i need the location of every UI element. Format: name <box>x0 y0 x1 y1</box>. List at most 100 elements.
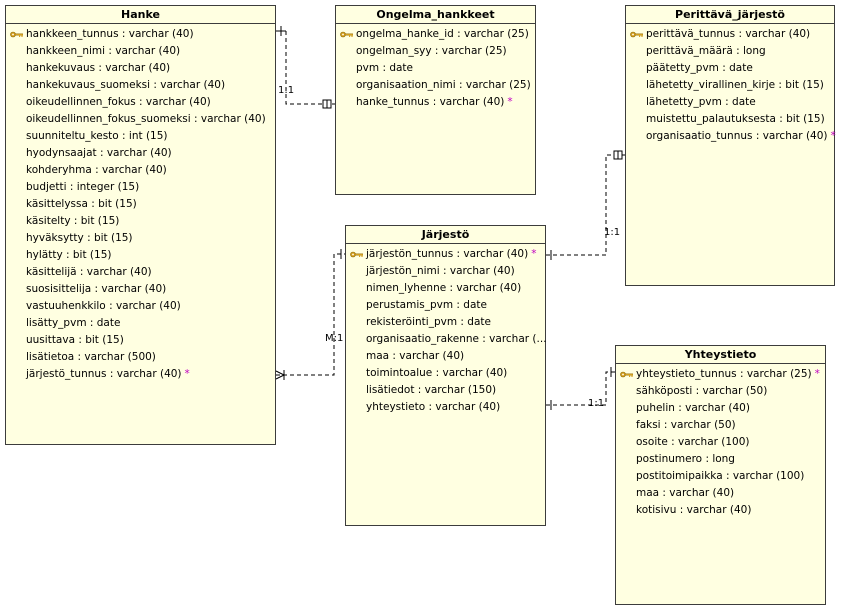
attribute-text: hankkeen_nimi : varchar (40) <box>26 45 181 57</box>
attribute-row[interactable]: uusittava : bit (15) <box>6 332 275 349</box>
attribute-text: oikeudellinnen_fokus_suomeksi : varchar … <box>26 113 266 125</box>
entity-perittava-jarjesto[interactable]: Perittävä_järjestö perittävä_tunnus : va… <box>625 5 836 286</box>
attribute-row[interactable]: lisätty_pvm : date <box>6 315 275 332</box>
attribute-row[interactable]: maa : varchar (40) <box>346 348 545 365</box>
attribute-row[interactable]: toimintoalue : varchar (40) <box>346 365 545 382</box>
relation-jarjesto-yhteystieto <box>546 367 616 410</box>
attribute-text: ongelma_hanke_id : varchar (25) <box>356 28 529 40</box>
cardinality-label-perittava-jarjesto: 1:1 <box>604 227 621 238</box>
entity-title: Yhteystieto <box>616 346 825 364</box>
attribute-row[interactable]: hyväksytty : bit (15) <box>6 230 275 247</box>
attribute-row[interactable]: kotisivu : varchar (40) <box>616 502 825 519</box>
attribute-row[interactable]: järjestö_tunnus : varchar (40)* <box>6 366 275 383</box>
attribute-row[interactable]: järjestön_nimi : varchar (40) <box>346 263 545 280</box>
attribute-row[interactable]: oikeudellinnen_fokus_suomeksi : varchar … <box>6 111 275 128</box>
attribute-row[interactable]: yhteystieto : varchar (40) <box>346 399 545 416</box>
attribute-row[interactable]: vastuuhenkkilo : varchar (40) <box>6 298 275 315</box>
attribute-text: perittävä_määrä : long <box>646 45 766 57</box>
attribute-row[interactable]: lisätietoa : varchar (500) <box>6 349 275 366</box>
attribute-text: lisätietoa : varchar (500) <box>26 351 156 363</box>
attribute-text: järjestön_nimi : varchar (40) <box>366 265 515 277</box>
attribute-row[interactable]: oikeudellinnen_fokus : varchar (40) <box>6 94 275 111</box>
attribute-text: organisaatio_rakenne : varchar (... <box>366 333 547 345</box>
attribute-row[interactable]: sähköposti : varchar (50) <box>616 383 825 400</box>
entity-title: Perittävä_järjestö <box>626 6 834 24</box>
entity-title: Järjestö <box>346 226 545 244</box>
primary-key-attribute[interactable]: ongelma_hanke_id : varchar (25) <box>336 26 535 43</box>
attribute-row[interactable]: kohderyhma : varchar (40) <box>6 162 275 179</box>
attribute-row[interactable]: postitoimipaikka : varchar (100) <box>616 468 825 485</box>
attribute-text: lähetetty_pvm : date <box>646 96 756 108</box>
entity-yhteystieto[interactable]: Yhteystieto yhteystieto_tunnus : varchar… <box>615 345 826 605</box>
attribute-row[interactable]: pvm : date <box>336 60 535 77</box>
attribute-text: sähköposti : varchar (50) <box>636 385 768 397</box>
attribute-row[interactable]: nimen_lyhenne : varchar (40) <box>346 280 545 297</box>
attribute-row[interactable]: puhelin : varchar (40) <box>616 400 825 417</box>
attribute-row[interactable]: hankekuvaus_suomeksi : varchar (40) <box>6 77 275 94</box>
foreign-key-marker: * <box>531 248 537 260</box>
attribute-text: lisätiedot : varchar (150) <box>366 384 497 396</box>
attribute-text: suosisittelija : varchar (40) <box>26 283 167 295</box>
attribute-row[interactable]: hylätty : bit (15) <box>6 247 275 264</box>
attribute-row[interactable]: maa : varchar (40) <box>616 485 825 502</box>
attribute-text: oikeudellinnen_fokus : varchar (40) <box>26 96 211 108</box>
attribute-row[interactable]: organisaation_nimi : varchar (25) <box>336 77 535 94</box>
attribute-row[interactable]: lähetetty_virallinen_kirje : bit (15) <box>626 77 834 94</box>
attribute-text: järjestön_tunnus : varchar (40) <box>366 248 529 260</box>
attribute-row[interactable]: perittävä_määrä : long <box>626 43 834 60</box>
attribute-text: suunniteltu_kesto : int (15) <box>26 130 168 142</box>
attribute-row[interactable]: muistettu_palautuksesta : bit (15) <box>626 111 834 128</box>
attribute-row[interactable]: organisaatio_rakenne : varchar (... <box>346 331 547 348</box>
key-icon <box>630 31 643 38</box>
attribute-text: maa : varchar (40) <box>636 487 735 499</box>
attribute-row[interactable]: osoite : varchar (100) <box>616 434 825 451</box>
primary-key-attribute[interactable]: yhteystieto_tunnus : varchar (25)* <box>616 366 825 383</box>
attribute-row[interactable]: hanke_tunnus : varchar (40)* <box>336 94 535 111</box>
attribute-row[interactable]: päätetty_pvm : date <box>626 60 834 77</box>
attribute-text: järjestö_tunnus : varchar (40) <box>26 368 182 380</box>
attribute-list: järjestön_tunnus : varchar (40)*järjestö… <box>346 244 547 416</box>
attribute-text: käsittelijä : varchar (40) <box>26 266 152 278</box>
attribute-row[interactable]: käsittelijä : varchar (40) <box>6 264 275 281</box>
cardinality-label-jarjesto-yhteystieto: 1:1 <box>588 398 605 409</box>
attribute-row[interactable]: perustamis_pvm : date <box>346 297 545 314</box>
foreign-key-marker: * <box>184 368 190 380</box>
key-icon <box>350 251 363 258</box>
attribute-row[interactable]: käsitelty : bit (15) <box>6 213 275 230</box>
attribute-list: ongelma_hanke_id : varchar (25) ongelman_… <box>336 24 535 111</box>
primary-key-attribute[interactable]: perittävä_tunnus : varchar (40) <box>626 26 834 43</box>
cardinality-label-hanke-ongelma: 1:1 <box>278 85 295 96</box>
attribute-text: päätetty_pvm : date <box>646 62 753 74</box>
entity-ongelma-hankkeet[interactable]: Ongelma_hankkeet ongelma_hanke_id : varc… <box>335 5 536 195</box>
attribute-text: yhteystieto_tunnus : varchar (25) <box>636 368 812 380</box>
entity-title: Hanke <box>6 6 275 24</box>
key-icon <box>340 31 353 38</box>
attribute-row[interactable]: suosisittelija : varchar (40) <box>6 281 275 298</box>
attribute-row[interactable]: postinumero : long <box>616 451 825 468</box>
attribute-row[interactable]: ongelman_syy : varchar (25) <box>336 43 535 60</box>
entity-hanke[interactable]: Hanke hankkeen_tunnus : varchar (40) hank… <box>5 5 276 445</box>
attribute-text: rekisteröinti_pvm : date <box>366 316 491 328</box>
relation-perittava-jarjesto <box>546 150 625 260</box>
attribute-row[interactable]: rekisteröinti_pvm : date <box>346 314 545 331</box>
attribute-row[interactable]: hyodynsaajat : varchar (40) <box>6 145 275 162</box>
attribute-text: perittävä_tunnus : varchar (40) <box>646 28 811 40</box>
attribute-row[interactable]: faksi : varchar (50) <box>616 417 825 434</box>
attribute-row[interactable]: budjetti : integer (15) <box>6 179 275 196</box>
primary-key-attribute[interactable]: järjestön_tunnus : varchar (40)* <box>346 246 545 263</box>
attribute-row[interactable]: lähetetty_pvm : date <box>626 94 834 111</box>
attribute-text: budjetti : integer (15) <box>26 181 140 193</box>
attribute-row[interactable]: hankekuvaus : varchar (40) <box>6 60 275 77</box>
attribute-text: muistettu_palautuksesta : bit (15) <box>646 113 825 125</box>
attribute-row[interactable]: hankkeen_nimi : varchar (40) <box>6 43 275 60</box>
foreign-key-marker: * <box>830 130 836 142</box>
entity-jarjesto[interactable]: Järjestö järjestön_tunnus : varchar (40)… <box>345 225 547 526</box>
attribute-row[interactable]: suunniteltu_kesto : int (15) <box>6 128 275 145</box>
attribute-text: organisaatio_tunnus : varchar (40) <box>646 130 828 142</box>
attribute-row[interactable]: lisätiedot : varchar (150) <box>346 382 545 399</box>
attribute-row[interactable]: organisaatio_tunnus : varchar (40)* <box>626 128 836 145</box>
attribute-row[interactable]: käsittelyssa : bit (15) <box>6 196 275 213</box>
attribute-text: organisaation_nimi : varchar (25) <box>356 79 531 91</box>
attribute-text: postinumero : long <box>636 453 735 465</box>
primary-key-attribute[interactable]: hankkeen_tunnus : varchar (40) <box>6 26 275 43</box>
